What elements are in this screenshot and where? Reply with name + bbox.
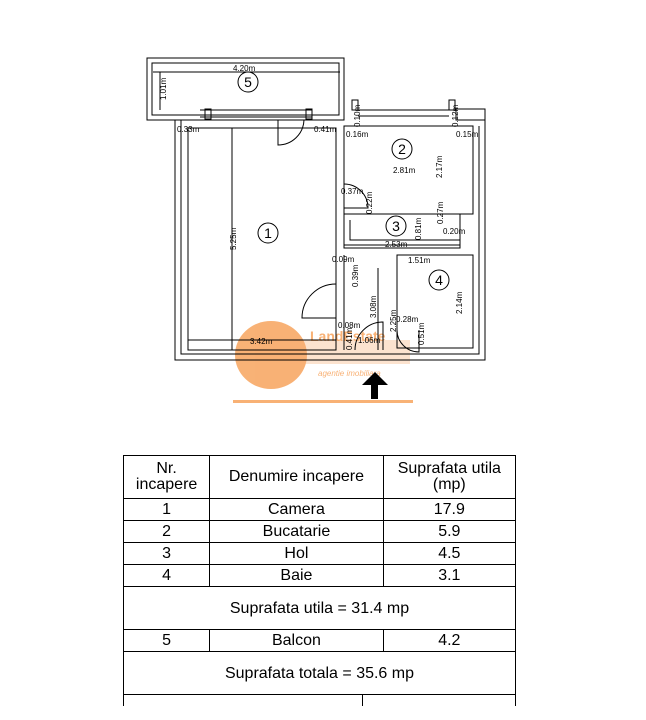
table-row: 1 Camera 17.9 (122, 498, 517, 521)
table-row: 5 Balcon 4.2 (122, 629, 517, 652)
subtotal-cell: Suprafata utila = 31.4 mp (123, 586, 516, 630)
header-name: Denumire incapere (209, 455, 384, 499)
cell-nr: 3 (122, 542, 211, 565)
room-label-2: 2 (398, 141, 406, 157)
total-row: Suprafata totala = 35.6 mp (123, 651, 516, 695)
dim-balcony-width: 4.20m (233, 64, 256, 73)
header-area: Suprafata utila (mp) (382, 455, 517, 499)
cell-name: Camera (209, 498, 384, 521)
cell-name: Hol (209, 542, 384, 565)
dim-bath-b: 0.28m (396, 315, 419, 324)
entrance-door (354, 321, 384, 351)
cell-area: 4.2 (382, 629, 517, 652)
dim-hall-width: 2.53m (385, 240, 408, 249)
room-4-outline (396, 254, 474, 349)
table-row: 4 Baie 3.1 (122, 564, 517, 587)
dim-hall-g: 0.39m (351, 264, 360, 287)
dim-entry-width: 1.06m (358, 336, 381, 345)
room-label-1: 1 (264, 225, 272, 241)
dim-k-left: 0.16m (346, 130, 369, 139)
watermark-logo: LandEstate agentie imobiliara (233, 321, 413, 403)
watermark-tagline: agentie imobiliara (318, 369, 381, 378)
table-row: 3 Hol 4.5 (122, 542, 517, 565)
table-tail (123, 694, 516, 706)
total-cell: Suprafata totala = 35.6 mp (123, 651, 516, 695)
room-label-3: 3 (392, 218, 400, 234)
subtotal-row: Suprafata utila = 31.4 mp (123, 586, 516, 630)
dim-bath-width: 1.51m (408, 256, 431, 265)
dim-hall-len: 3.08m (369, 295, 378, 318)
dim-room2-height: 2.17m (435, 155, 444, 178)
cell-area: 17.9 (382, 498, 517, 521)
balcony-outline (146, 57, 345, 121)
dim-k-top-b: 0.12m (451, 104, 460, 127)
room-label-4: 4 (435, 272, 443, 288)
bath-door (396, 329, 420, 353)
dim-room2-width: 2.81m (393, 166, 416, 175)
dim-hall-b: 0.22m (365, 191, 374, 214)
cell-nr: 2 (122, 520, 211, 543)
dim-hall-a: 0.37m (341, 187, 364, 196)
table-row: 2 Bucatarie 5.9 (122, 520, 517, 543)
cell-name: Baie (209, 564, 384, 587)
dim-hall-d: 0.81m (414, 217, 423, 240)
dim-entry-a: 0.08m (338, 321, 361, 330)
room-1-door (301, 283, 337, 319)
cell-nr: 5 (122, 629, 211, 652)
area-table: Nr. incapere Denumire incapere Suprafata… (122, 455, 517, 695)
dim-k-top-a: 0.10m (353, 104, 362, 127)
dim-door-top: 0.41m (314, 125, 337, 134)
entrance-arrow-icon (362, 372, 388, 399)
dim-bath-a: 2.25m (389, 309, 398, 332)
balcony-door (277, 119, 305, 146)
dim-entry-b: 0.41m (345, 327, 354, 350)
cell-area: 4.5 (382, 542, 517, 565)
cell-name: Bucatarie (209, 520, 384, 543)
header-nr: Nr. incapere (122, 455, 211, 499)
dim-hall-f: 0.09m (332, 255, 355, 264)
room-2-outline (343, 125, 474, 215)
room-1-outline (187, 127, 337, 351)
dim-hall-c: 0.27m (436, 201, 445, 224)
dim-room1-height: 5.25m (229, 227, 238, 250)
outer-wall (174, 108, 486, 361)
dim-balcony-depth: 1.01m (159, 77, 168, 100)
kitchen-door (343, 183, 369, 209)
dim-bath-height: 2.14m (455, 291, 464, 314)
room-label-5: 5 (244, 74, 252, 90)
cell-name: Balcon (209, 629, 384, 652)
dim-hall-e: 0.20m (443, 227, 466, 236)
dim-k-right: 0.15m (456, 130, 479, 139)
dim-wall-left-top: 0.33m (177, 125, 200, 134)
cell-area: 5.9 (382, 520, 517, 543)
floor-plan: LandEstate agentie imobiliara (146, 57, 486, 403)
cell-nr: 4 (122, 564, 211, 587)
dim-room1-width: 3.42m (250, 337, 273, 346)
cell-area: 3.1 (382, 564, 517, 587)
cell-nr: 1 (122, 498, 211, 521)
table-header-row: Nr. incapere Denumire incapere Suprafata… (122, 455, 517, 499)
dim-bath-c: 0.51m (417, 322, 426, 345)
